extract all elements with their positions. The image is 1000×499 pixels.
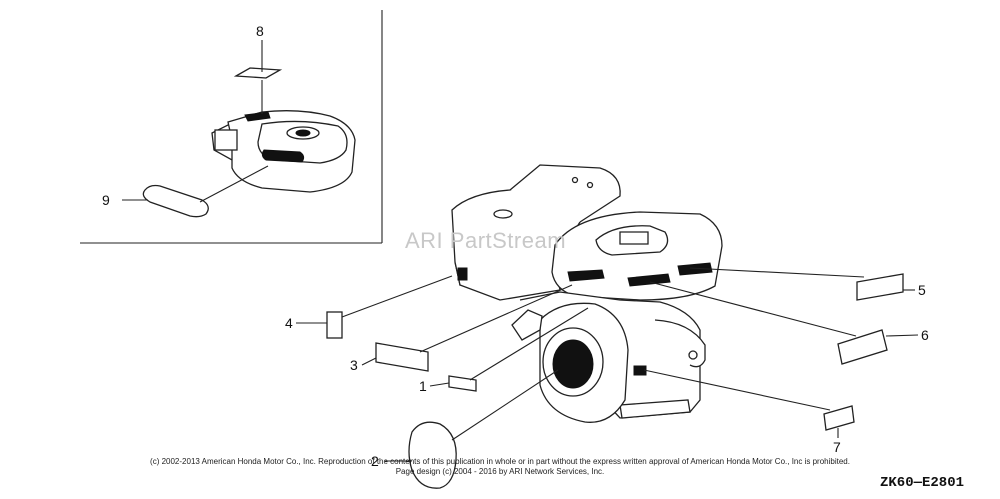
- decal-2: [408, 421, 457, 489]
- decal-4: [326, 311, 343, 339]
- decal-7: [823, 405, 855, 431]
- callout-1: 1: [419, 378, 427, 394]
- callout-2: 2: [371, 453, 379, 469]
- callout-6: 6: [921, 327, 929, 343]
- decal-9: [142, 184, 209, 218]
- decal-6: [837, 329, 888, 365]
- callout-8: 8: [256, 23, 264, 39]
- callout-5: 5: [918, 282, 926, 298]
- callout-labels: 8 9 4 3 1 2 5 6 7: [102, 23, 929, 469]
- callout-9: 9: [102, 192, 110, 208]
- decal-parts: [142, 67, 904, 489]
- callout-7: 7: [833, 439, 841, 455]
- decal-5: [856, 273, 904, 301]
- decal-8: [233, 67, 283, 79]
- watermark: ARI PartStream: [405, 228, 567, 253]
- engine-assembly: [451, 164, 723, 423]
- inset-air-cleaner: [211, 110, 356, 193]
- diagram-code: ZK60—E2801: [880, 475, 965, 491]
- page-design-credit: Page design (c) 2004 - 2016 by ARI Netwo…: [395, 467, 605, 476]
- callout-4: 4: [285, 315, 293, 331]
- decal-3: [375, 342, 429, 372]
- inset-frame: [80, 10, 383, 244]
- leader-lines: [122, 40, 919, 462]
- callout-3: 3: [350, 357, 358, 373]
- copyright-notice: (c) 2002-2013 American Honda Motor Co., …: [150, 457, 850, 466]
